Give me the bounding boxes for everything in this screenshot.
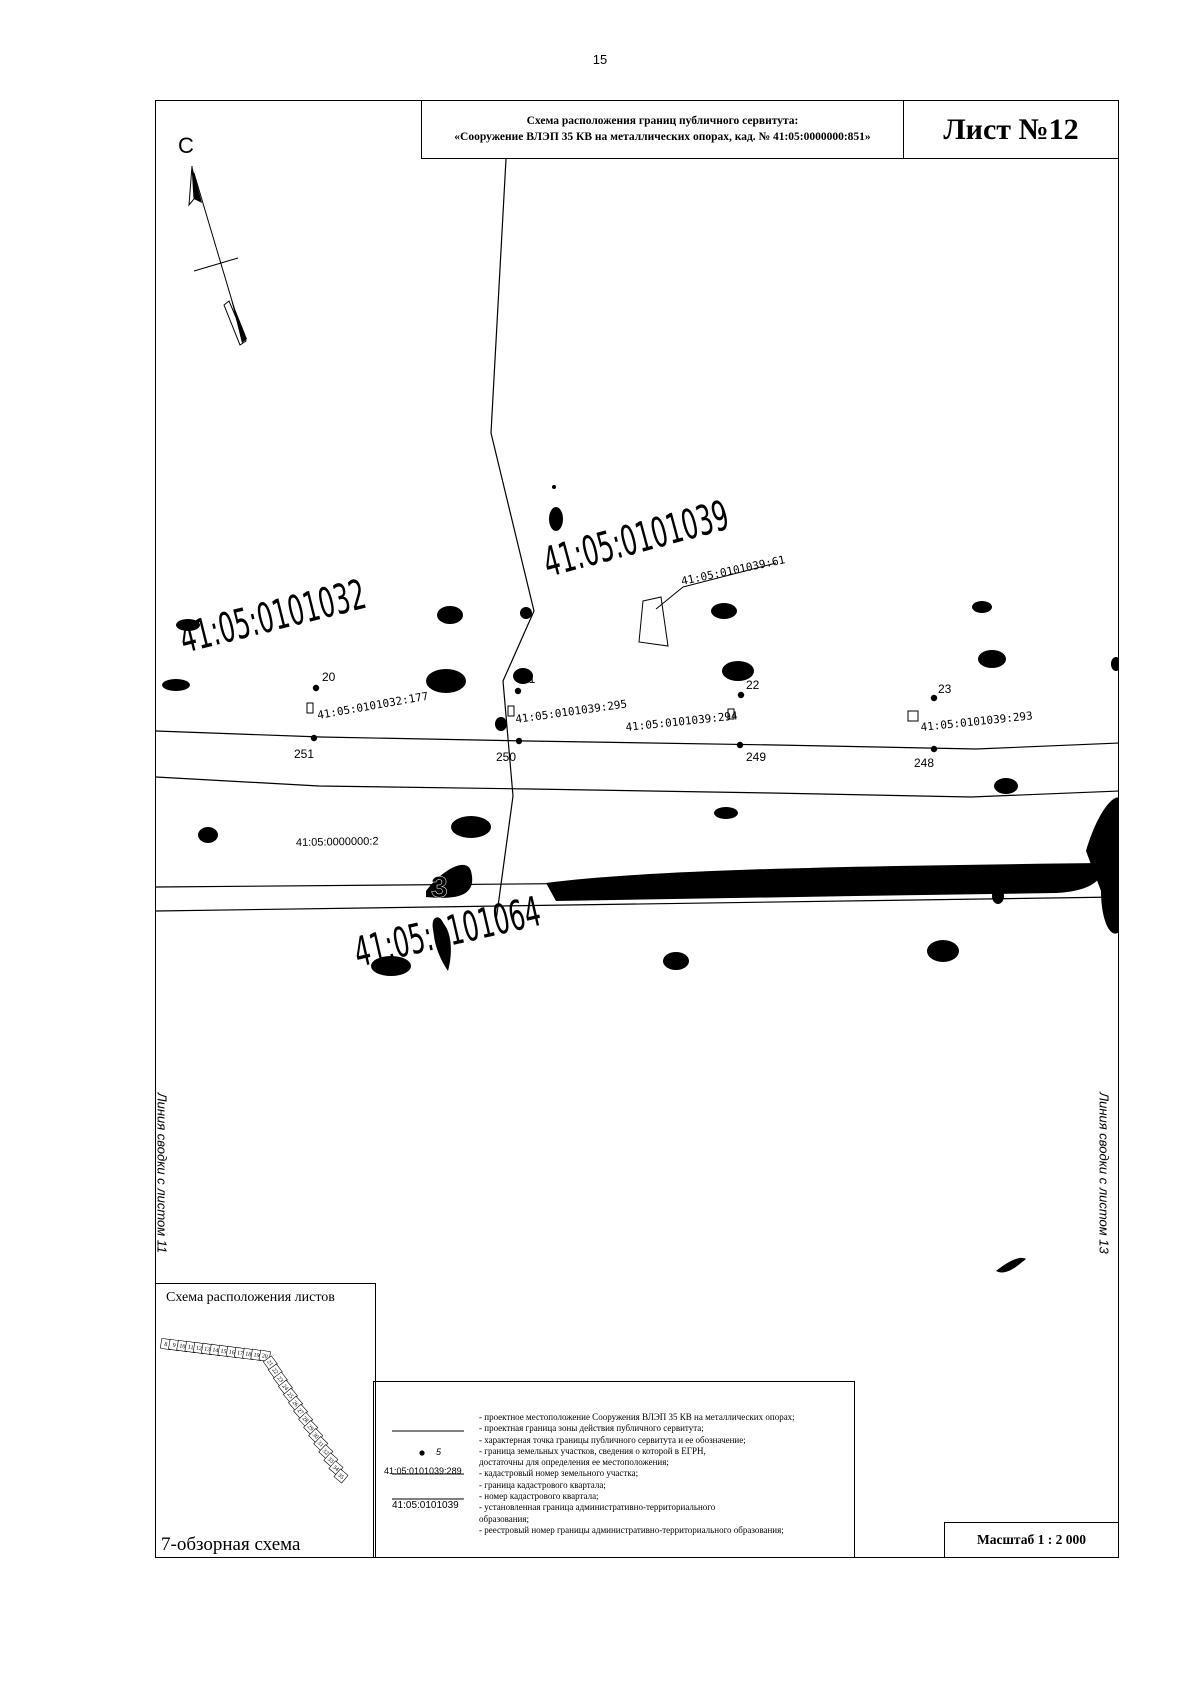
- overview-sheet-number: 29: [306, 1424, 314, 1432]
- overview-sheet-number: 31: [316, 1440, 324, 1448]
- point-250-label: 250: [496, 750, 516, 764]
- header-title-box: Схема расположения границ публичного сер…: [421, 101, 903, 159]
- parcel-label-295: 41:05:0101039:295: [515, 697, 628, 726]
- overview-sheet-number: 25: [286, 1392, 294, 1400]
- legend-items: - проектное местоположение Сооружения ВЛ…: [479, 1412, 849, 1536]
- point-20-label: 20: [322, 670, 336, 684]
- legend-item: - реестровый номер границы административ…: [479, 1524, 784, 1535]
- overview-sheet-number: 22: [270, 1367, 278, 1375]
- legend-item: образования;: [479, 1513, 529, 1524]
- parcel-61-outline: [638, 596, 669, 647]
- map-frame: С: [155, 100, 1119, 1558]
- road-label: 41:05:0000000:2: [296, 836, 379, 849]
- overview-sheet-number: 11: [187, 1344, 194, 1351]
- overview-sheet-number: 23: [275, 1375, 283, 1383]
- overview-sheet-frame: [333, 1468, 349, 1484]
- overview-title: Схема расположения листов: [166, 1290, 335, 1305]
- parcel-label-293: 41:05:0101039:293: [920, 709, 1033, 734]
- legend-quarter-sample: 41:05:0101039: [392, 1500, 459, 1511]
- overview-sheet-number: 28: [301, 1416, 309, 1424]
- admin-boundary-label: 3: [431, 871, 448, 904]
- page-number: 15: [592, 52, 608, 67]
- scale-label: Масштаб 1 : 2 000: [944, 1522, 1118, 1557]
- join-line-left-label: Линия сводки с листом 11: [155, 1092, 170, 1254]
- overview-caption: 7-обзорная схема: [161, 1534, 301, 1555]
- overview-sheet-number: 20: [261, 1353, 268, 1360]
- sheet-number: Лист №12: [903, 101, 1118, 159]
- overview-sheet-number: 17: [236, 1350, 243, 1357]
- point-251-label: 251: [294, 747, 314, 761]
- overview-sheet-box: 35: [333, 1468, 349, 1484]
- legend-item: - проектное местоположение Сооружения ВЛ…: [479, 1412, 795, 1422]
- overview-sheet-number: 32: [321, 1448, 329, 1456]
- overview-sheet-number: 33: [326, 1456, 334, 1464]
- header-title-line-2: «Сооружение ВЛЭП 35 КВ на металлических …: [454, 131, 871, 143]
- overview-sheet-number: 15: [220, 1348, 227, 1355]
- point-21-label: 21: [522, 672, 536, 686]
- overview-sheet-number: 21: [265, 1359, 273, 1367]
- overview-sheet-number: 30: [311, 1432, 319, 1440]
- quarter-label-0101032: 41:05:0101032: [175, 571, 371, 664]
- parcel-label-294: 41:05:0101039:294: [625, 709, 739, 734]
- point-249-label: 249: [746, 750, 766, 764]
- legend-cadastral-sample: 41:05:0101039:289: [384, 1466, 462, 1476]
- point-248-label: 248: [914, 756, 934, 770]
- overview-sheet-number: 14: [212, 1347, 219, 1354]
- legend-item: - проектная граница зоны действия публич…: [479, 1423, 704, 1434]
- legend: 5 41:05:0101039:289 41:05:0101039 - прое…: [373, 1381, 855, 1557]
- overview-sheet-number: 35: [336, 1473, 344, 1481]
- servitude-lower-line: [156, 776, 1118, 798]
- building-icons: [306, 702, 919, 722]
- overview-sheet-number: 24: [280, 1384, 288, 1392]
- legend-item: - граница кадастрового квартала;: [479, 1479, 606, 1490]
- overview-sheet-number: 26: [291, 1400, 299, 1408]
- overview-sheet-number: 12: [195, 1345, 202, 1352]
- overview-sheet-number: 16: [228, 1349, 235, 1356]
- legend-item: достаточны для определения ее местополож…: [479, 1457, 669, 1468]
- legend-item: - граница земельных участков, сведения о…: [479, 1445, 706, 1456]
- map-canvas: С: [156, 133, 1118, 1273]
- overview-sheet-number: 19: [253, 1352, 260, 1359]
- point-23-label: 23: [938, 682, 952, 696]
- quarter-boundary: [490, 158, 535, 922]
- legend-item: - номер кадастрового квартала;: [479, 1491, 599, 1502]
- vegetation-patches: [162, 485, 1118, 1273]
- north-arrow-icon: [188, 165, 247, 346]
- legend-item: - кадастровый номер земельного участка;: [479, 1468, 639, 1479]
- overview-sheet-number: 27: [296, 1408, 304, 1416]
- overview-sheet-number: 13: [204, 1346, 211, 1353]
- north-label: С: [178, 133, 194, 158]
- point-22-label: 22: [746, 678, 760, 692]
- road-lower-line: [156, 896, 1118, 912]
- boundary-points: [310, 684, 938, 753]
- legend-item: - характерная точка границы публичного с…: [479, 1434, 746, 1445]
- join-line-right-label: Линия сводки с листом 13: [1096, 1092, 1112, 1254]
- overview-sheet-number: 34: [331, 1464, 339, 1472]
- legend-item: - установленная граница административно-…: [479, 1502, 716, 1513]
- header-title-line-1: Схема расположения границ публичного сер…: [526, 115, 799, 127]
- overview-sheet-number: 18: [245, 1351, 252, 1358]
- overview-sheet-number: 8: [164, 1342, 168, 1348]
- overview-sheet-number: 9: [172, 1343, 176, 1349]
- servitude-upper-line: [156, 730, 1118, 750]
- parcel-label-61: 41:05:0101039:61: [680, 553, 786, 588]
- legend-symbols: [392, 1430, 464, 1500]
- legend-point-label: 5: [436, 1447, 442, 1457]
- overview-sheet-number: 10: [179, 1343, 186, 1350]
- parcel-label-177: 41:05:0101032:177: [316, 690, 429, 722]
